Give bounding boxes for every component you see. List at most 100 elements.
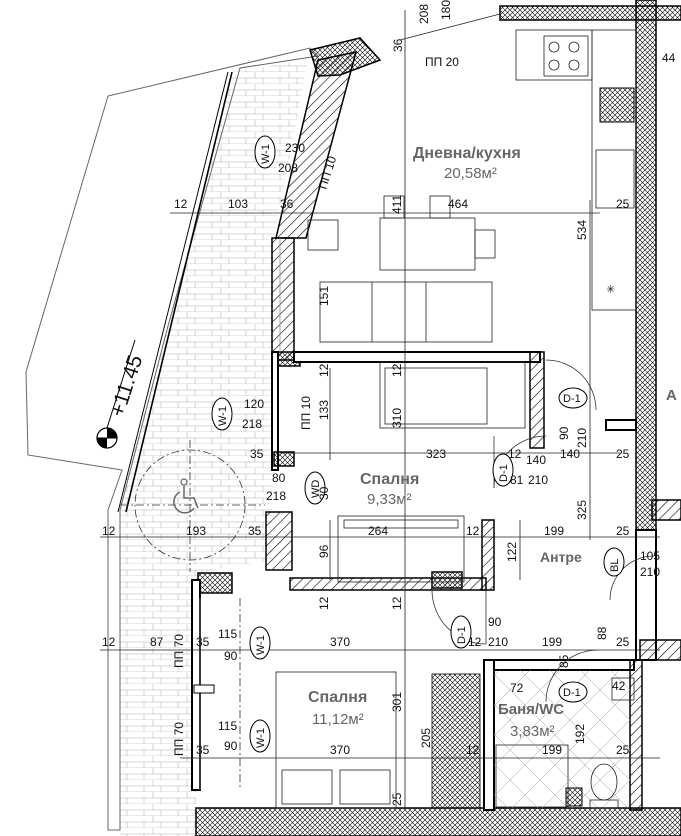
wall-bath-west — [483, 659, 495, 811]
dim-218-a: 218 — [242, 417, 262, 431]
dim-30: 30 — [317, 486, 331, 500]
dim-12-b: 12 — [317, 363, 331, 377]
bed-2-pillow-a — [281, 769, 333, 805]
room-name-bedroom1: Спалня — [360, 471, 419, 488]
balcony-deck — [120, 60, 308, 836]
dim-36: 36 — [280, 197, 294, 211]
dim-103: 103 — [228, 197, 248, 211]
dim-120: 120 — [244, 397, 264, 411]
tag-d1-d: D-1 — [563, 687, 581, 699]
dim-370-a: 370 — [330, 635, 350, 649]
tag-pp20: ПП 20 — [425, 55, 459, 69]
dim-25-f: 25 — [390, 792, 404, 806]
wall-bath-east — [629, 659, 643, 811]
armchair — [307, 219, 339, 251]
dim-90-c: 90 — [224, 649, 238, 663]
dim-35-b: 35 — [248, 524, 262, 538]
dim-25-e: 25 — [616, 743, 630, 757]
dim-310: 310 — [390, 408, 404, 428]
dim-12-d: 12 — [508, 447, 522, 461]
dim-12-h: 12 — [390, 596, 404, 610]
tag-wd: WD — [310, 480, 322, 498]
dim-210-a: 210 — [528, 473, 548, 487]
room-area-bedroom1: 9,33м² — [367, 491, 412, 508]
dim-90-b: 90 — [488, 615, 502, 629]
tag-w1-a: W-1 — [260, 144, 272, 164]
dim-35-d: 35 — [196, 743, 210, 757]
kitchen-counter — [591, 29, 637, 311]
dim-35-a: 35 — [250, 447, 264, 461]
dim-87: 87 — [150, 635, 164, 649]
dim-105: 105 — [640, 549, 660, 563]
wall-west-living — [271, 237, 295, 361]
wall-east — [635, 0, 657, 531]
dim-208: 208 — [278, 161, 298, 175]
dim-199-b: 199 — [542, 635, 562, 649]
dim-199-a: 199 — [544, 524, 564, 538]
tag-w1-b: W-1 — [217, 406, 229, 426]
dim-180-top: 180 — [439, 0, 453, 20]
dim-411: 411 — [390, 195, 404, 214]
wall-north — [499, 5, 681, 21]
dimension-labels: 208 180 36 44 230 208 12 103 36 411 464 … — [102, 0, 676, 806]
dim-325: 325 — [575, 500, 589, 520]
fan-icon: ✳ — [606, 284, 615, 296]
room-area-bedroom2: 11,12м² — [312, 711, 364, 728]
room-area-bath: 3,83м² — [510, 723, 555, 740]
dim-80: 80 — [272, 471, 286, 485]
dim-534: 534 — [575, 220, 589, 240]
radiator — [193, 684, 215, 694]
dim-205: 205 — [419, 728, 433, 748]
dim-90-a: 90 — [557, 426, 571, 440]
walls — [191, 0, 681, 836]
dim-193: 193 — [186, 524, 206, 538]
dim-210-c: 210 — [640, 565, 660, 579]
dim-210-b: 210 — [575, 428, 589, 448]
dim-12-j: 12 — [468, 635, 482, 649]
dining-table — [379, 217, 476, 271]
room-area-living: 20,58м² — [444, 165, 497, 182]
wall-west-bedroom — [271, 351, 279, 471]
tag-ae: А — [666, 387, 677, 404]
dim-12-a: 12 — [174, 197, 188, 211]
room-name-hall: Антре — [540, 549, 582, 565]
dim-133: 133 — [317, 400, 331, 420]
bed-2-pillow-b — [339, 769, 391, 805]
kitchen-counter-top — [515, 29, 593, 81]
door-swing-bath — [545, 649, 599, 703]
dim-12-c: 12 — [390, 363, 404, 377]
dim-88: 88 — [595, 626, 609, 640]
dim-115-b: 115 — [218, 719, 237, 733]
tag-pp70-a: ПП 70 — [172, 634, 186, 668]
tag-pp70-b: ПП 70 — [172, 722, 186, 756]
dim-199-c: 199 — [542, 743, 562, 757]
level-mark: +11.45 — [106, 352, 147, 419]
bed-1-pillows — [343, 519, 459, 529]
wall-partition-a — [293, 351, 541, 363]
fridge — [595, 149, 635, 209]
dim-12-i: 12 — [102, 635, 116, 649]
tag-w1-d: W-1 — [255, 728, 267, 748]
bed-1 — [337, 515, 465, 583]
dim-323: 323 — [426, 447, 446, 461]
dim-81: 81 — [510, 473, 524, 487]
dim-42: 42 — [612, 679, 626, 693]
wheelchair-icon — [173, 478, 199, 514]
dim-72: 72 — [510, 681, 524, 695]
room-name-bath: Баня/WC — [498, 701, 564, 718]
dim-25-d: 25 — [616, 635, 630, 649]
dim-25-c: 25 — [616, 524, 630, 538]
wall-partition-b — [529, 351, 545, 449]
dim-12-g: 12 — [317, 596, 331, 610]
dim-35-c: 35 — [196, 635, 210, 649]
wardrobe-2 — [431, 673, 481, 809]
dim-96: 96 — [317, 544, 331, 558]
sofa — [319, 281, 493, 343]
dim-12-f: 12 — [466, 524, 480, 538]
wardrobe-inner — [384, 367, 488, 425]
dim-210-d: 210 — [488, 635, 508, 649]
wall-east-stub — [605, 419, 637, 431]
room-labels: Дневна/кухня 20,58м² Спалня 9,33м² Спалн… — [308, 145, 582, 740]
door-swing-hall — [545, 359, 597, 411]
dimension-lines — [100, 10, 660, 808]
